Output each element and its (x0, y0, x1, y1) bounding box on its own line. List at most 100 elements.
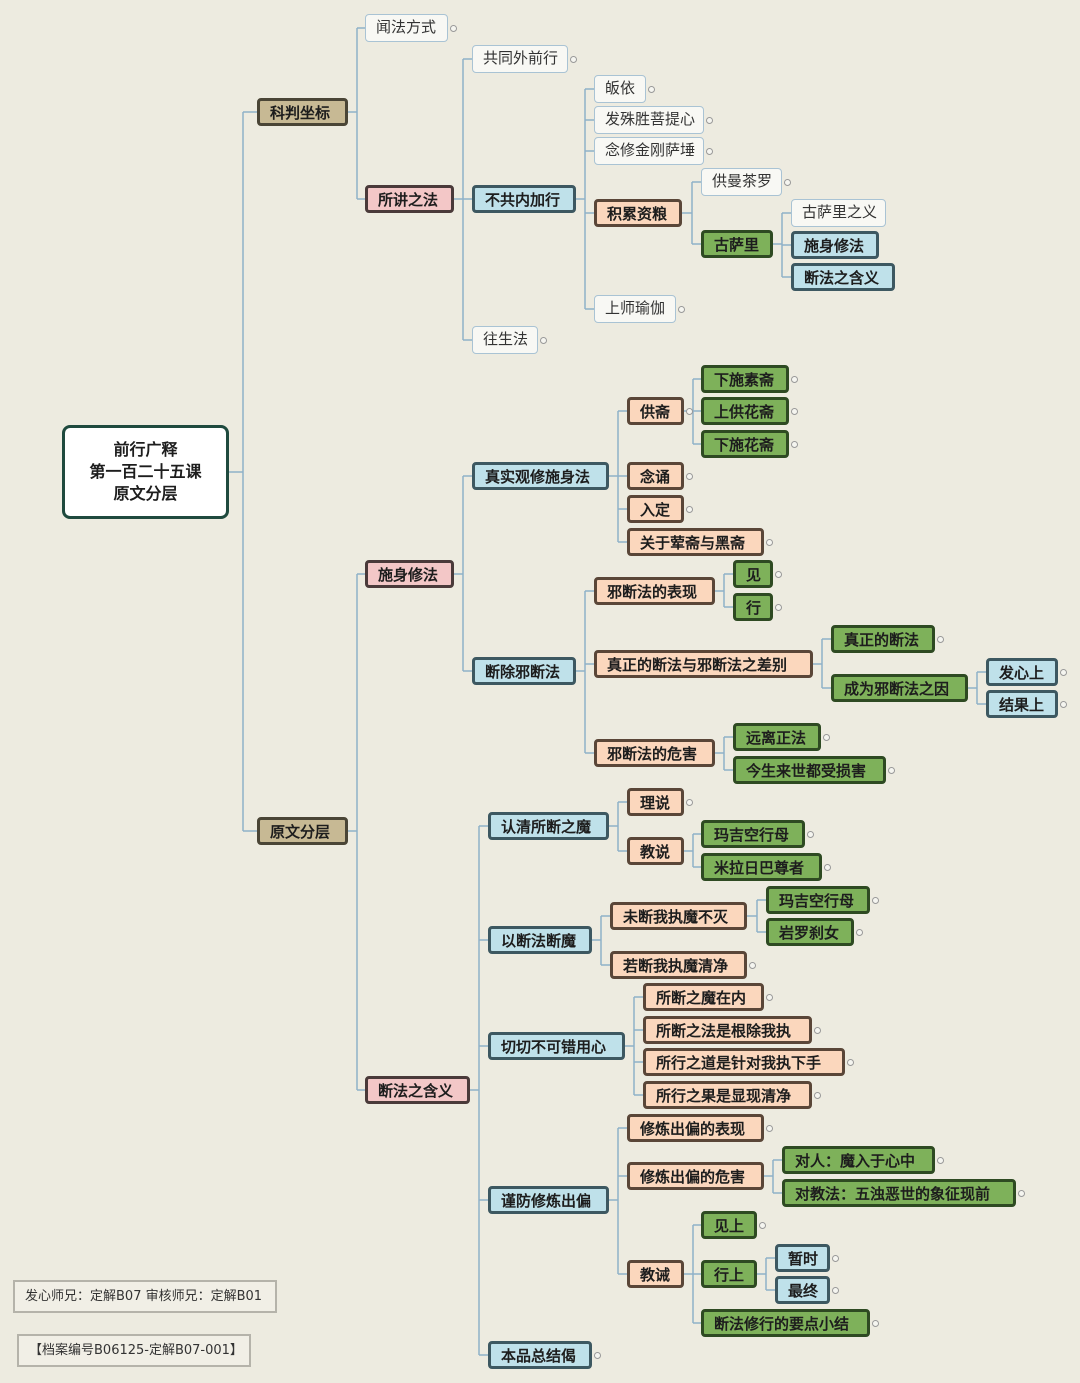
node-gtwqx[interactable]: 共同外前行 (472, 45, 568, 73)
node-jfxlcp[interactable]: 谨防修炼出偏 (488, 1186, 609, 1214)
node-ls[interactable]: 理说 (627, 788, 684, 816)
node-sjzf[interactable]: 所讲之法 (365, 185, 454, 213)
node-ns[interactable]: 念诵 (627, 462, 684, 490)
expand-dot-icon[interactable] (766, 539, 773, 546)
node-jslsdss[interactable]: 今生来世都受损害 (733, 756, 886, 784)
node-gslzy[interactable]: 古萨里之义 (791, 199, 886, 227)
node-gmcl[interactable]: 供曼茶罗 (701, 168, 782, 196)
node-xxjg[interactable]: 念修金刚萨埵 (594, 137, 704, 165)
node-gz[interactable]: 供斋 (627, 397, 684, 425)
node-bgnjx[interactable]: 不共内加行 (472, 185, 576, 213)
expand-dot-icon[interactable] (814, 1092, 821, 1099)
expand-dot-icon[interactable] (937, 636, 944, 643)
expand-dot-icon[interactable] (570, 56, 577, 63)
expand-dot-icon[interactable] (832, 1287, 839, 1294)
expand-dot-icon[interactable] (872, 1320, 879, 1327)
node-fxs[interactable]: 发心上 (986, 658, 1058, 686)
expand-dot-icon[interactable] (1018, 1190, 1025, 1197)
node-sghz[interactable]: 上供花斋 (701, 397, 789, 425)
expand-dot-icon[interactable] (686, 408, 693, 415)
node-mjkxm2[interactable]: 玛吉空行母 (766, 886, 870, 914)
expand-dot-icon[interactable] (706, 148, 713, 155)
expand-dot-icon[interactable] (678, 306, 685, 313)
node-zs[interactable]: 暂时 (775, 1244, 830, 1272)
expand-dot-icon[interactable] (766, 1125, 773, 1132)
node-sxzgsxqj[interactable]: 所行之果是显现清净 (643, 1081, 812, 1109)
node-jsh[interactable]: 见上 (701, 1211, 757, 1239)
node-sdzfsgc[interactable]: 所断之法是根除我执 (643, 1016, 812, 1044)
node-wsf[interactable]: 往生法 (472, 326, 538, 354)
node-ssxf[interactable]: 施身修法 (365, 560, 454, 588)
expand-dot-icon[interactable] (775, 604, 782, 611)
node-djf[interactable]: 对教法：五浊恶世的象征现前 (782, 1179, 1016, 1207)
node-ydfdm[interactable]: 以断法断魔 (488, 926, 592, 954)
node-gsl[interactable]: 古萨里 (701, 230, 773, 258)
node-cwxdfzy[interactable]: 成为邪断法之因 (831, 674, 968, 702)
node-xshz[interactable]: 下施花斋 (701, 430, 789, 458)
node-ghzyhz[interactable]: 关于荤斋与黑斋 (627, 528, 764, 556)
expand-dot-icon[interactable] (648, 86, 655, 93)
node-wdwzmbm[interactable]: 未断我执魔不灭 (610, 902, 747, 930)
node-xssz[interactable]: 下施素斋 (701, 365, 789, 393)
expand-dot-icon[interactable] (832, 1255, 839, 1262)
expand-dot-icon[interactable] (856, 929, 863, 936)
node-dfzhy1[interactable]: 断法之含义 (791, 263, 895, 291)
node-xing[interactable]: 行 (733, 593, 773, 621)
node-sxzdszd[interactable]: 所行之道是针对我执下手 (643, 1048, 845, 1076)
node-ssyj[interactable]: 上师瑜伽 (594, 295, 676, 323)
expand-dot-icon[interactable] (791, 408, 798, 415)
expand-dot-icon[interactable] (1060, 701, 1067, 708)
node-ssxf1[interactable]: 施身修法 (791, 231, 879, 259)
expand-dot-icon[interactable] (888, 767, 895, 774)
expand-dot-icon[interactable] (791, 376, 798, 383)
node-jj[interactable]: 教诫 (627, 1260, 684, 1288)
expand-dot-icon[interactable] (784, 179, 791, 186)
node-ylzf[interactable]: 远离正法 (733, 723, 821, 751)
node-xsh[interactable]: 行上 (701, 1260, 757, 1288)
expand-dot-icon[interactable] (686, 473, 693, 480)
expand-dot-icon[interactable] (594, 1352, 601, 1359)
node-qqbkcyx[interactable]: 切切不可错用心 (488, 1032, 625, 1060)
node-zj[interactable]: 最终 (775, 1276, 830, 1304)
expand-dot-icon[interactable] (1060, 669, 1067, 676)
node-zzddf[interactable]: 真正的断法 (831, 625, 935, 653)
node-xlcpdwh[interactable]: 修炼出偏的危害 (627, 1162, 764, 1190)
node-fsspt[interactable]: 发殊胜菩提心 (594, 106, 704, 134)
expand-dot-icon[interactable] (759, 1222, 766, 1229)
expand-dot-icon[interactable] (791, 441, 798, 448)
node-gy[interactable]: 皈依 (594, 75, 646, 103)
node-zzdf[interactable]: 真正的断法与邪断法之差别 (594, 650, 813, 678)
expand-dot-icon[interactable] (937, 1157, 944, 1164)
expand-dot-icon[interactable] (823, 734, 830, 741)
expand-dot-icon[interactable] (686, 506, 693, 513)
expand-dot-icon[interactable] (807, 831, 814, 838)
node-dr[interactable]: 对人：魔入于心中 (782, 1146, 935, 1174)
node-kp[interactable]: 科判坐标 (257, 98, 348, 126)
expand-dot-icon[interactable] (775, 571, 782, 578)
node-ccxdf[interactable]: 断除邪断法 (472, 657, 576, 685)
node-bpzjj[interactable]: 本品总结偈 (488, 1341, 592, 1369)
node-ylsn[interactable]: 岩罗刹女 (766, 918, 854, 946)
node-rdwzmqj[interactable]: 若断我执魔清净 (610, 951, 747, 979)
expand-dot-icon[interactable] (686, 799, 693, 806)
node-zsgxssf[interactable]: 真实观修施身法 (472, 462, 609, 490)
node-rqsdzm[interactable]: 认清所断之魔 (488, 812, 609, 840)
expand-dot-icon[interactable] (847, 1059, 854, 1066)
node-dfxxdydxj[interactable]: 断法修行的要点小结 (701, 1309, 870, 1337)
expand-dot-icon[interactable] (540, 337, 547, 344)
node-dfzhy[interactable]: 断法之含义 (365, 1076, 470, 1104)
node-xdfdwh[interactable]: 邪断法的危害 (594, 739, 715, 767)
node-xdfdbx[interactable]: 邪断法的表现 (594, 577, 715, 605)
node-xlcpdbx[interactable]: 修炼出偏的表现 (627, 1114, 764, 1142)
expand-dot-icon[interactable] (824, 864, 831, 871)
node-ywfc[interactable]: 原文分层 (257, 817, 348, 845)
node-js[interactable]: 教说 (627, 837, 684, 865)
expand-dot-icon[interactable] (814, 1027, 821, 1034)
node-wffs[interactable]: 闻法方式 (365, 14, 448, 42)
expand-dot-icon[interactable] (450, 25, 457, 32)
node-sdzmzn[interactable]: 所断之魔在内 (643, 983, 764, 1011)
node-rd[interactable]: 入定 (627, 495, 684, 523)
expand-dot-icon[interactable] (749, 962, 756, 969)
node-jgs[interactable]: 结果上 (986, 690, 1058, 718)
node-jian[interactable]: 见 (733, 560, 773, 588)
